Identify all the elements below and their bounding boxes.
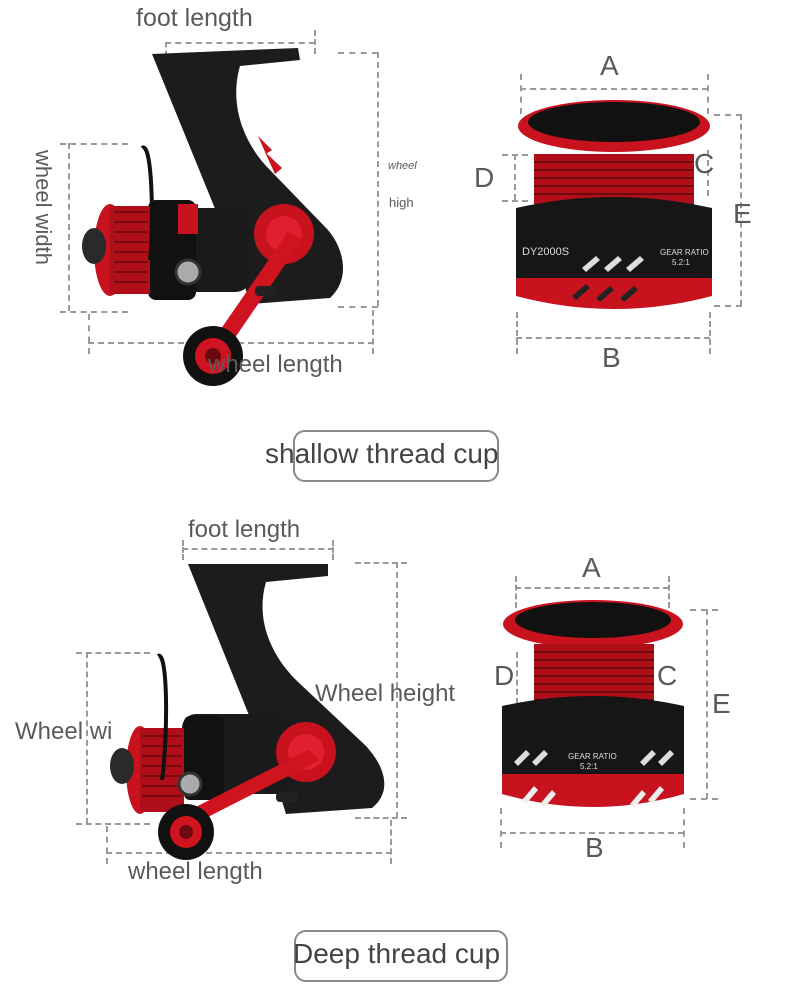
spool-b-label-top: B	[602, 342, 621, 373]
spinning-reel-image-top	[82, 48, 343, 386]
deep-spool-a-dim-tick-right	[668, 576, 670, 608]
deep-thread-cup-caption: Deep thread cup	[293, 938, 501, 969]
deep-spool-e-dim-line	[706, 609, 708, 799]
wheel-width-label: wheel width	[31, 150, 56, 265]
spool-c-label-top: C	[694, 148, 715, 179]
spool-d-dim-bottom	[502, 200, 528, 202]
deep-spool-b-label: B	[585, 832, 604, 863]
wheel-width-dim-bottom-bottom	[76, 823, 150, 825]
wheel-height-label-bottom: Wheel height	[315, 680, 456, 707]
wheel-length-dim-tick-left	[88, 314, 90, 354]
height-dim-line	[377, 52, 379, 306]
spool-e-label-top: E	[733, 198, 752, 229]
height-dim-line-bottom	[396, 562, 398, 818]
spool-e-dim-top	[714, 114, 742, 116]
spool-b-dim-line	[516, 337, 710, 339]
foot-length-dim-tick-left-bottom	[182, 540, 184, 560]
foot-length-dim-tick-right	[314, 30, 316, 54]
wheel-length-label: wheel length	[208, 351, 343, 378]
deep-spool-b-dim-tick-left	[500, 808, 502, 848]
gear-ratio-value-top: 5.2:1	[672, 258, 690, 267]
spool-d-dim-top	[502, 154, 528, 156]
spool-a-dim-tick-left	[520, 74, 522, 114]
spool-b-dim-tick-left	[516, 312, 518, 354]
deep-spool-a-dim-tick-left	[515, 576, 517, 608]
deep-spool-b-dim-line	[500, 832, 684, 834]
spool-e-dim-bottom	[714, 305, 742, 307]
spinning-reel-image-bottom	[110, 564, 385, 860]
wheel-width-dim-top-bottom	[76, 652, 150, 654]
wheel-length-label-bottom: wheel length	[128, 858, 263, 885]
foot-length-dim-tick-left	[165, 42, 167, 56]
shallow-spool-image	[516, 100, 712, 309]
wheel-width-dim-top	[60, 143, 128, 145]
deep-spool-image	[502, 600, 684, 808]
spool-a-dim-tick-right	[707, 74, 709, 114]
spool-model-text: DY2000S	[522, 246, 570, 258]
deep-spool-d-dim-line	[516, 652, 518, 704]
spool-a-label-top: A	[600, 50, 619, 81]
gear-ratio-label-bottom: GEAR RATIO	[568, 752, 617, 761]
foot-length-dim-line	[165, 42, 315, 44]
deep-spool-a-dim-line	[515, 587, 669, 589]
shallow-thread-cup-caption: shallow thread cup	[265, 438, 499, 469]
caption-box-top	[293, 430, 499, 482]
spool-c-dim-line	[707, 150, 709, 196]
height-dim-bottom	[338, 306, 378, 308]
foot-length-label-bottom: foot length	[188, 516, 301, 543]
caption-box-bottom	[294, 930, 508, 982]
spool-b-dim-tick-right	[709, 312, 711, 354]
deep-spool-e-label: E	[712, 688, 731, 719]
wheel-width-label-bottom: Wheel wi	[15, 718, 113, 745]
deep-spool-d-label: D	[494, 660, 515, 691]
foot-length-label: foot length	[136, 4, 253, 32]
wheel-small-label: wheel	[388, 160, 417, 172]
deep-spool-e-dim-top	[690, 609, 718, 611]
spool-a-dim-line	[520, 88, 708, 90]
gear-ratio-value-bottom: 5.2:1	[580, 762, 598, 771]
wheel-length-dim-tick-right-bottom	[390, 820, 392, 864]
spool-e-dim-line	[740, 114, 742, 306]
wheel-width-dim-bottom	[60, 311, 128, 313]
height-dim-bottom-bottom	[355, 817, 407, 819]
height-dim-top	[338, 52, 378, 54]
spool-d-dim-line	[514, 154, 516, 200]
wheel-width-dim-line	[68, 143, 70, 311]
deep-spool-e-dim-bottom	[690, 798, 718, 800]
deep-spool-b-dim-tick-right	[683, 808, 685, 848]
wheel-length-dim-tick-right	[372, 310, 374, 354]
spool-d-label-top: D	[474, 162, 495, 193]
foot-length-dim-tick-right-bottom	[332, 540, 334, 560]
deep-spool-a-label: A	[582, 552, 601, 583]
gear-ratio-label-top: GEAR RATIO	[660, 248, 709, 257]
foot-length-dim-line-bottom	[182, 548, 334, 550]
wheel-length-dim-tick-left-bottom	[106, 826, 108, 864]
wheel-length-dim-line-bottom	[106, 852, 392, 854]
deep-spool-c-label: C	[657, 660, 678, 691]
wheel-width-dim-line-bottom	[86, 652, 88, 824]
high-small-label: high	[389, 195, 414, 210]
height-dim-top-bottom	[355, 562, 407, 564]
